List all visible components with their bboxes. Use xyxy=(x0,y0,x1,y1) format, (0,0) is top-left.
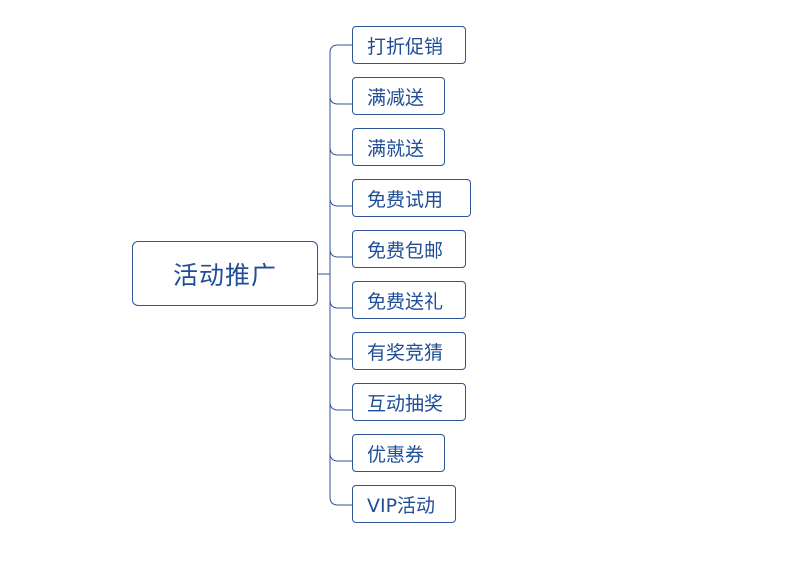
branch-connector xyxy=(329,401,352,411)
branch-connector xyxy=(329,146,352,156)
root-node: 活动推广 xyxy=(132,241,318,306)
trunk-line xyxy=(329,44,352,506)
branch-connector xyxy=(329,248,352,258)
branch-node-free-shipping: 免费包邮 xyxy=(352,230,466,268)
branch-connector xyxy=(329,299,352,309)
branch-node-vip: VIP活动 xyxy=(352,485,456,523)
branch-connector xyxy=(329,95,352,105)
branch-node-lottery: 互动抽奖 xyxy=(352,383,466,421)
branch-connector xyxy=(329,452,352,462)
branch-node-discount: 打折促销 xyxy=(352,26,466,64)
branch-node-free-trial: 免费试用 xyxy=(352,179,471,217)
branch-node-full-reduction: 满减送 xyxy=(352,77,445,115)
branch-connector xyxy=(329,350,352,360)
branch-node-full-gift: 满就送 xyxy=(352,128,445,166)
branch-node-coupon: 优惠券 xyxy=(352,434,445,472)
branch-connector xyxy=(329,197,352,207)
branch-node-quiz: 有奖竞猜 xyxy=(352,332,466,370)
branch-node-free-gift: 免费送礼 xyxy=(352,281,466,319)
